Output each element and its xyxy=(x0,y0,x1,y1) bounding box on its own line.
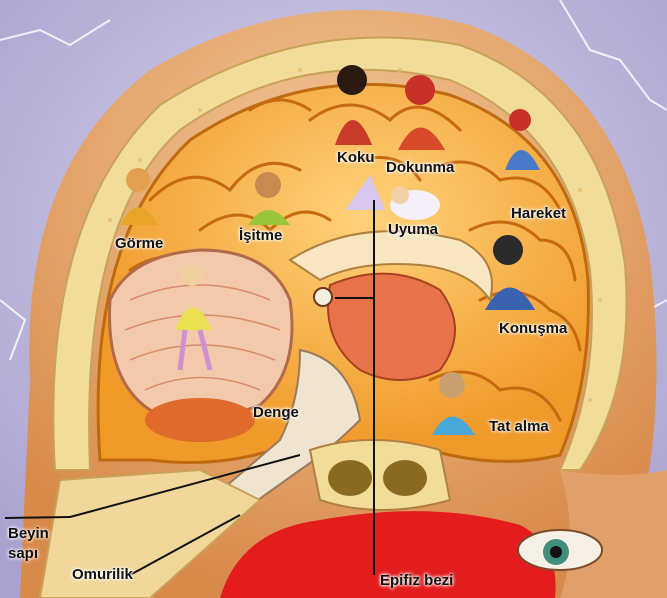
eye xyxy=(518,530,602,570)
label-konusma: Konuşma xyxy=(499,321,567,338)
label-dokunma: Dokunma xyxy=(386,160,454,177)
label-denge: Denge xyxy=(253,405,299,422)
pineal-gland xyxy=(314,288,332,306)
label-hareket: Hareket xyxy=(511,206,566,223)
label-epifiz-bezi: Epifiz bezi xyxy=(380,573,453,590)
label-koku: Koku xyxy=(337,150,375,167)
label-uyuma: Uyuma xyxy=(388,222,438,239)
label-omurilik: Omurilik xyxy=(72,567,133,584)
beyin-sapi-underline xyxy=(5,517,70,518)
label-beyin-sapi: Beyin sapı xyxy=(8,524,49,563)
cerebellum-base xyxy=(145,398,255,442)
label-tat-alma: Tat alma xyxy=(489,419,549,436)
label-beyin-line2: sapı xyxy=(8,544,49,564)
label-gorme: Görme xyxy=(115,236,163,253)
sinus-cavity-right xyxy=(383,460,427,496)
label-beyin-line1: Beyin xyxy=(8,524,49,544)
label-isitme: İşitme xyxy=(239,228,282,245)
sinus-cavity-left xyxy=(328,460,372,496)
